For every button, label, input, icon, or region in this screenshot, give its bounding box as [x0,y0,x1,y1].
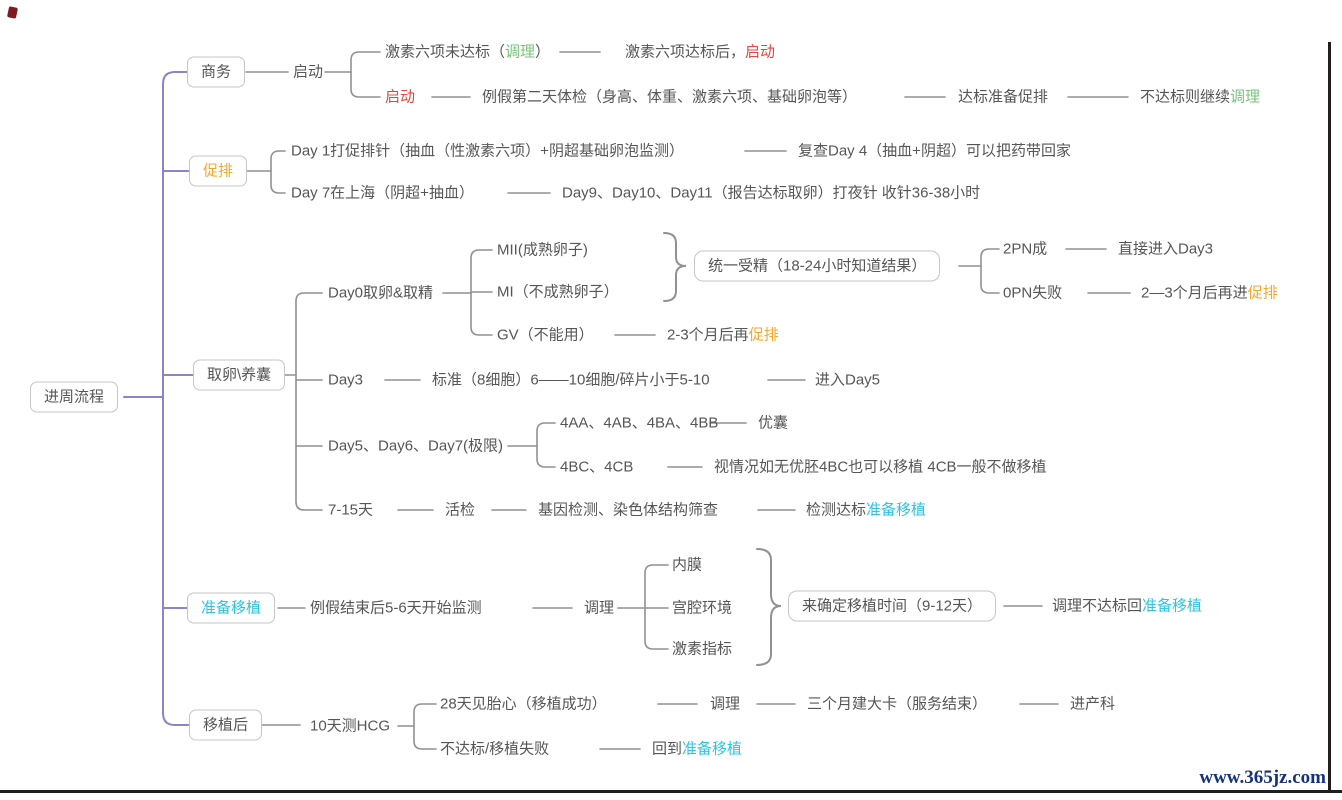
text-segment: 2—3个月后再进 [1141,284,1248,302]
topic-day9-11-trigger[interactable]: Day9、Day10、Day11（报告达标取卵）打夜针 收针36-38小时 [562,184,981,202]
bracket [644,564,669,650]
topic-test-pass-prepare-transfer[interactable]: 检测达标准备移植 [806,503,926,518]
topic-day3-standard[interactable]: 标准（8细胞）6——10细胞/碎片小于5-10 [432,371,710,389]
topic-start[interactable]: 启动 [293,63,324,81]
topic-day0-retrieval[interactable]: Day0取卵&取精 [328,284,434,302]
topic-conditioning-fail-back[interactable]: 调理不达标回准备移植 [1052,599,1202,614]
topic-grades-4aa-4bb[interactable]: 4AA、4AB、4BA、4BB [560,414,719,432]
topic-ready-for-stimulation[interactable]: 达标准备促排 [958,88,1049,106]
topic-hormone-not-met[interactable]: 激素六项未达标（调理） [385,45,550,60]
bracket [413,703,437,750]
topic-conditioning[interactable]: 调理 [584,599,615,617]
topic-back-to-prepare-transfer[interactable]: 回到准备移植 [652,742,742,757]
text-segment: 激素六项未达标（ [385,43,506,61]
topic-good-blastocyst[interactable]: 优囊 [758,414,789,432]
text-segment: 回到 [652,740,683,758]
topic-day3[interactable]: Day3 [328,371,364,389]
bracket [270,150,286,194]
curly-brace [756,548,782,666]
box-unified-fertilization[interactable]: 统一受精（18-24小时知道结果） [694,250,941,282]
topic-2pn-success[interactable]: 2PN成 [1003,240,1048,258]
right-frame-line [1328,42,1331,793]
topic-endometrium[interactable]: 内膜 [672,556,703,574]
purple-connectors [123,71,194,726]
bracket [980,248,1000,294]
topic-heartbeat-28-days[interactable]: 28天见胎心（移植成功） [440,695,607,713]
topic-uterine-cavity[interactable]: 宫腔环境 [672,599,733,617]
topic-hormone-index[interactable]: 激素指标 [672,640,733,658]
text-segment: 检测达标 [806,501,867,519]
topic-hcg-10-days[interactable]: 10天测HCG [310,717,391,735]
text-segment: 激素六项达标后， [625,43,746,61]
topic-day5-6-7[interactable]: Day5、Day6、Day7(极限) [328,437,504,455]
topic-start-red[interactable]: 启动 [385,88,416,106]
topic-4bc-transfer-note[interactable]: 视情况如无优胚4BC也可以移植 4CB一般不做移植 [714,458,1047,476]
topic-gv[interactable]: GV（不能用） [497,326,594,344]
bracket [350,51,381,98]
topic-mi[interactable]: MI（不成熟卵子） [497,283,619,301]
gray-connectors [244,51,1131,750]
text-segment-red: 启动 [745,43,776,61]
bottom-frame-line [0,790,1342,793]
branch-post-transfer[interactable]: 移植后 [189,709,263,741]
watermark: www.365jz.com [1199,767,1326,788]
text-segment: 调理不达标回 [1052,597,1143,615]
topic-recheck-day4[interactable]: 复查Day 4（抽血+阴超）可以把药带回家 [798,142,1071,160]
topic-transfer-fail[interactable]: 不达标/移植失败 [440,740,550,758]
root-node[interactable]: 进周流程 [30,381,119,413]
topic-monitor-after-period[interactable]: 例假结束后5-6天开始监测 [310,599,482,617]
topic-mii[interactable]: MII(成熟卵子) [497,241,588,259]
text-segment-orange: 促排 [1247,284,1278,302]
topic-grades-4bc-4cb[interactable]: 4BC、4CB [560,458,634,476]
topic-not-met-continue-conditioning[interactable]: 不达标则继续调理 [1140,90,1260,105]
topic-2pn-enter-day3[interactable]: 直接进入Day3 [1118,240,1214,258]
topic-hormone-met-start[interactable]: 激素六项达标后，启动 [625,45,775,60]
topic-enter-day5[interactable]: 进入Day5 [815,371,881,389]
topic-biopsy[interactable]: 活检 [445,501,476,519]
text-segment-cyan: 准备移植 [682,740,743,758]
text-segment: 不达标则继续 [1140,88,1231,106]
curly-brace [663,232,687,302]
topic-day7-shanghai[interactable]: Day 7在上海（阴超+抽血） [291,184,474,202]
topic-7-15-days[interactable]: 7-15天 [328,501,374,519]
topic-day1-injection[interactable]: Day 1打促排针（抽血（性激素六项）+阴超基础卵泡监测） [291,142,684,160]
topic-3-month-card[interactable]: 三个月建大卡（服务结束） [807,695,988,713]
bracket [295,292,323,511]
box-transfer-time[interactable]: 来确定移植时间（9-12天） [788,590,997,622]
text-segment-cyan: 准备移植 [1142,597,1203,615]
text-segment-orange: 促排 [748,326,779,344]
text-segment-green: 调理 [1230,88,1261,106]
topic-conditioning-post[interactable]: 调理 [710,695,741,713]
topic-gv-retry-stimulation[interactable]: 2-3个月后再促排 [667,328,779,343]
branch-prepare-transfer[interactable]: 准备移植 [187,592,276,624]
text-segment-green: 调理 [505,43,536,61]
branch-business[interactable]: 商务 [187,56,246,88]
bracket [536,422,556,468]
topic-day2-checkup[interactable]: 例假第二天体检（身高、体重、激素六项、基础卵泡等） [482,88,858,106]
branch-egg-retrieval[interactable]: 取卵\养囊 [193,359,286,391]
topic-0pn-retry-stimulation[interactable]: 2—3个月后再进促排 [1141,286,1278,301]
topic-gene-test[interactable]: 基因检测、染色体结构筛查 [538,501,719,519]
branch-stimulation[interactable]: 促排 [189,155,248,187]
connector-spine [162,71,190,726]
text-segment: 2-3个月后再 [667,326,749,344]
topic-0pn-failure[interactable]: 0PN失败 [1003,284,1063,302]
topic-obstetrics[interactable]: 进产科 [1070,695,1116,713]
text-segment-cyan: 准备移植 [866,501,927,519]
text-segment: ） [535,43,551,61]
